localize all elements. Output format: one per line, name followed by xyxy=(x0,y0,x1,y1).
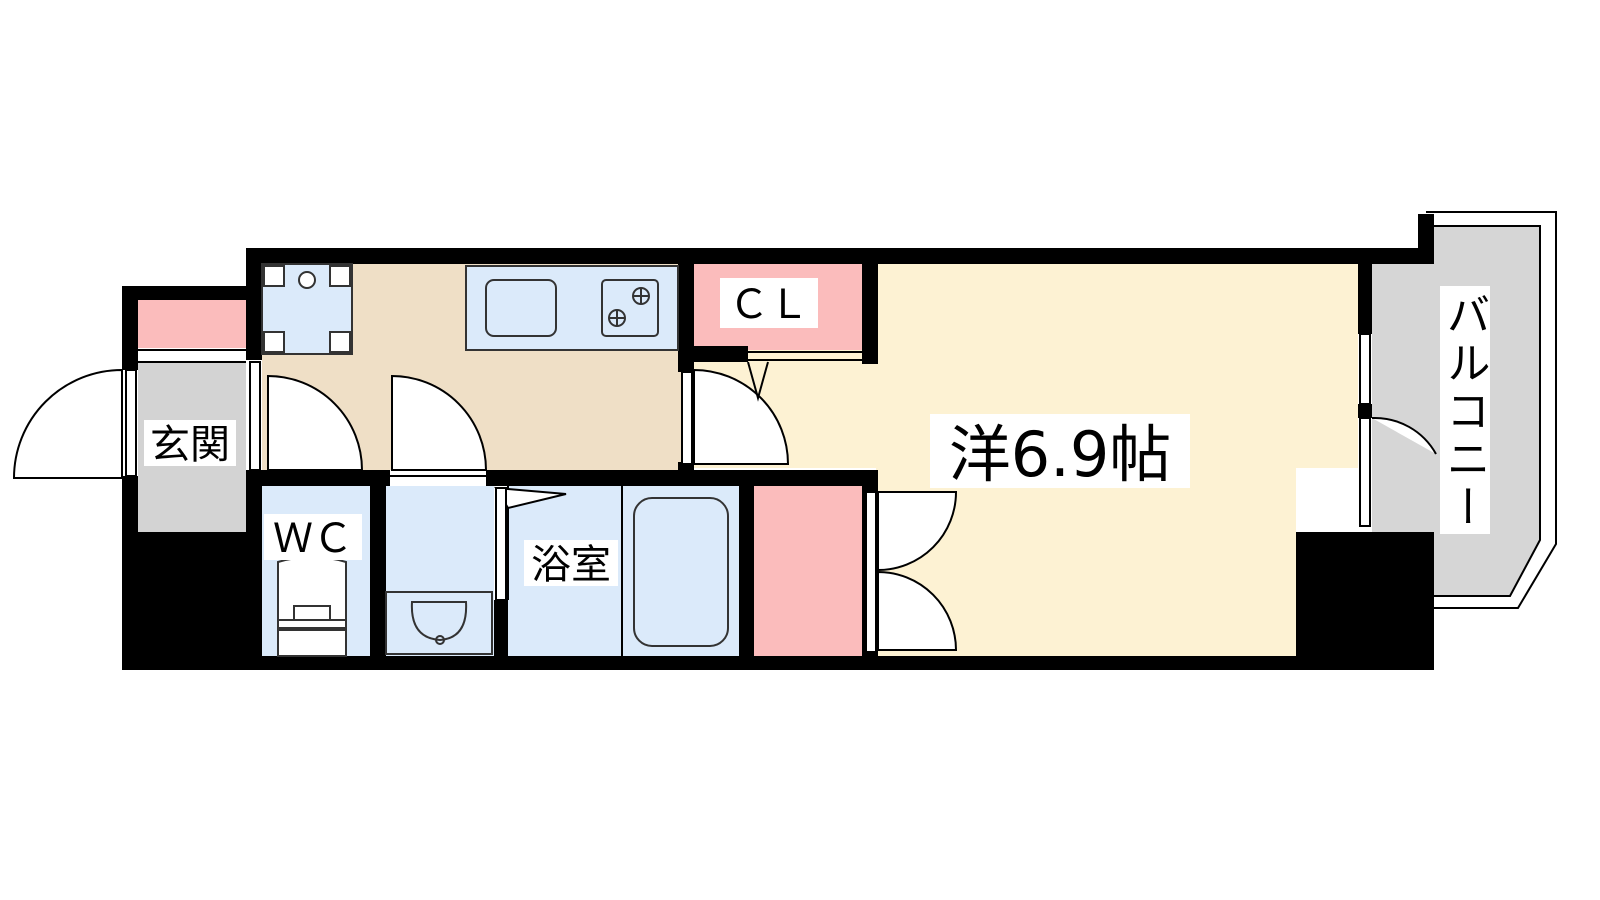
laundry-pan xyxy=(261,263,353,355)
bathroom-label: 浴室 xyxy=(531,542,611,588)
storage-door-upper[interactable] xyxy=(877,491,958,572)
wc-label: ＷＣ xyxy=(273,516,353,562)
room-labels: 玄関 ＷＣ 浴室 ＣＬ 洋6.9帖 バルコニー xyxy=(144,278,1490,588)
balcony-railing xyxy=(1426,211,1557,609)
balcony-railing-inner xyxy=(1434,225,1541,597)
doors xyxy=(12,368,1437,651)
western-room-label: 洋6.9帖 xyxy=(949,418,1172,491)
washroom-door[interactable] xyxy=(391,374,488,471)
closet-label: ＣＬ xyxy=(729,282,809,328)
laundry-drain-icon xyxy=(298,271,316,289)
washbasin-icon xyxy=(410,601,468,642)
balcony-label: バルコニー xyxy=(1439,292,1490,532)
bathroom-door-frame xyxy=(495,487,507,601)
walls xyxy=(122,214,1434,670)
storage-door-lower[interactable] xyxy=(877,570,958,651)
door-frames xyxy=(125,333,1371,653)
western-room-door[interactable] xyxy=(693,368,790,465)
thin-partitions xyxy=(138,349,862,656)
closet-opening xyxy=(747,361,769,402)
storage-closet-floor xyxy=(754,486,864,656)
stove-icon xyxy=(601,279,659,337)
shoe-cabinet-floor xyxy=(138,300,246,348)
bathtub-icon xyxy=(633,497,729,647)
entrance-label: 玄関 xyxy=(150,422,230,468)
balcony-door[interactable] xyxy=(1371,416,1437,455)
wc-door[interactable] xyxy=(267,374,364,471)
fixtures xyxy=(261,263,729,657)
kitchen-sink-icon xyxy=(485,279,557,337)
entrance-door[interactable] xyxy=(12,368,123,479)
